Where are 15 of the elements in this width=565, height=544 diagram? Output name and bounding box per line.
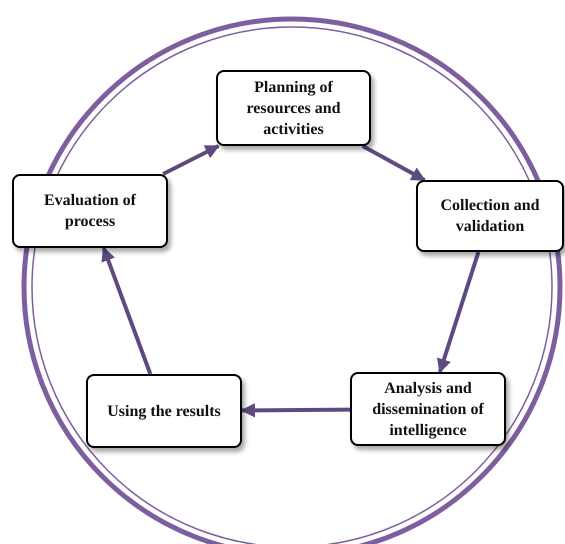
box-label: Planning of resources and activities	[245, 78, 342, 140]
box-label: Evaluation of process	[42, 191, 138, 232]
arrow	[101, 246, 152, 375]
process-box	[350, 372, 506, 446]
box-label: Using the results	[107, 402, 221, 422]
arrow	[240, 403, 350, 418]
arrow	[362, 144, 426, 182]
arrow	[162, 144, 220, 176]
box-label: Collection and validation	[439, 196, 541, 237]
process-box	[12, 174, 168, 248]
box-label: Analysis and dissemination of intelligence	[371, 378, 485, 440]
process-box	[216, 70, 371, 146]
process-box	[86, 374, 242, 448]
process-box	[416, 180, 564, 252]
arrow	[437, 251, 480, 374]
